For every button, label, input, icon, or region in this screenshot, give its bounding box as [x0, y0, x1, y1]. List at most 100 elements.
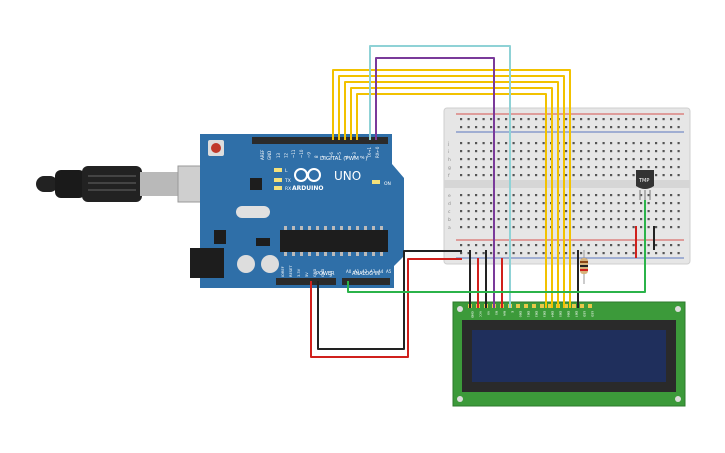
- breadboard-hole: [460, 118, 463, 121]
- breadboard-hole: [572, 174, 575, 177]
- breadboard-hole: [640, 158, 643, 161]
- power-label: POWER: [316, 271, 335, 277]
- breadboard-hole: [497, 218, 500, 221]
- breadboard-hole: [640, 166, 643, 169]
- breadboard-hole: [475, 202, 478, 205]
- breadboard-hole: [475, 210, 478, 213]
- lcd-pin: [540, 304, 544, 308]
- breadboard-hole: [527, 174, 530, 177]
- breadboard-hole: [595, 118, 598, 121]
- breadboard-hole: [527, 166, 530, 169]
- breadboard-hole: [670, 150, 673, 153]
- breadboard-hole: [602, 158, 605, 161]
- breadboard-hole: [482, 210, 485, 213]
- breadboard-hole: [460, 252, 463, 255]
- lcd-pin-label: VCC: [479, 311, 483, 317]
- breadboard-hole: [662, 150, 665, 153]
- lcd-pin-label: DB7: [575, 311, 579, 317]
- breadboard-hole: [662, 166, 665, 169]
- breadboard-hole: [655, 126, 658, 129]
- breadboard-hole: [625, 166, 628, 169]
- breadboard-hole: [617, 244, 620, 247]
- breadboard-hole: [670, 244, 673, 247]
- breadboard-hole: [632, 142, 635, 145]
- breadboard-hole: [662, 118, 665, 121]
- breadboard-hole: [587, 118, 590, 121]
- breadboard-hole: [460, 142, 463, 145]
- breadboard-hole: [535, 218, 538, 221]
- breadboard-row-letter: c: [448, 210, 451, 215]
- breadboard-hole: [595, 226, 598, 229]
- power-pin-label: Vin: [329, 271, 333, 277]
- breadboard-hole: [535, 118, 538, 121]
- breadboard-hole: [535, 158, 538, 161]
- wire-yellow-3: [344, 81, 559, 308]
- digital-pin-label: TX→1: [367, 146, 372, 159]
- led-l-label: L: [285, 168, 288, 174]
- resistor: [580, 250, 588, 284]
- breadboard-hole: [580, 126, 583, 129]
- breadboard-hole: [670, 202, 673, 205]
- breadboard-hole: [655, 202, 658, 205]
- analog-header: [342, 278, 390, 285]
- led-on-label: ON: [384, 181, 391, 187]
- breadboard-hole: [572, 252, 575, 255]
- lcd-pin: [572, 304, 576, 308]
- breadboard-hole: [632, 244, 635, 247]
- breadboard-hole: [610, 244, 613, 247]
- breadboard-hole: [677, 174, 680, 177]
- breadboard-hole: [565, 118, 568, 121]
- breadboard-hole: [467, 226, 470, 229]
- breadboard-hole: [677, 226, 680, 229]
- breadboard-hole: [625, 202, 628, 205]
- breadboard-hole: [512, 226, 515, 229]
- lcd-pin-label: V0: [487, 311, 491, 315]
- breadboard-hole: [640, 252, 643, 255]
- breadboard-hole: [520, 118, 523, 121]
- breadboard-hole: [475, 166, 478, 169]
- power-jack: [190, 248, 224, 278]
- breadboard-hole: [677, 194, 680, 197]
- breadboard-hole: [587, 202, 590, 205]
- breadboard-hole: [647, 166, 650, 169]
- breadboard-hole: [602, 150, 605, 153]
- breadboard-hole: [640, 118, 643, 121]
- breadboard-hole: [535, 174, 538, 177]
- breadboard-hole: [677, 210, 680, 213]
- breadboard-hole: [527, 252, 530, 255]
- breadboard-hole: [670, 210, 673, 213]
- breadboard-hole: [625, 142, 628, 145]
- breadboard-hole: [677, 142, 680, 145]
- breadboard-hole: [520, 150, 523, 153]
- breadboard-hole: [520, 194, 523, 197]
- breadboard-hole: [632, 226, 635, 229]
- breadboard-hole: [617, 126, 620, 129]
- breadboard-hole: [520, 252, 523, 255]
- power-pin-label: 3.3V: [297, 268, 301, 277]
- breadboard-hole: [662, 226, 665, 229]
- led-rx-label: RX: [285, 186, 291, 192]
- wire-yellow-1: [332, 69, 571, 308]
- breadboard-hole: [595, 194, 598, 197]
- breadboard-hole: [527, 218, 530, 221]
- breadboard-hole: [677, 126, 680, 129]
- breadboard-hole: [595, 142, 598, 145]
- breadboard-hole: [595, 210, 598, 213]
- breadboard-hole: [542, 226, 545, 229]
- breadboard-hole: [467, 218, 470, 221]
- wire-red-5v: [310, 258, 462, 358]
- breadboard-hole: [587, 142, 590, 145]
- breadboard-hole: [625, 252, 628, 255]
- breadboard-hole: [662, 252, 665, 255]
- led-on: [372, 180, 380, 184]
- digital-pin-label: 7: [322, 155, 327, 158]
- breadboard-hole: [647, 210, 650, 213]
- breadboard-hole: [617, 202, 620, 205]
- breadboard-hole: [490, 142, 493, 145]
- breadboard-hole: [632, 150, 635, 153]
- breadboard-hole: [542, 150, 545, 153]
- breadboard-hole: [647, 150, 650, 153]
- power-pin-label: GND: [321, 269, 325, 277]
- breadboard-hole: [512, 150, 515, 153]
- breadboard-hole: [610, 166, 613, 169]
